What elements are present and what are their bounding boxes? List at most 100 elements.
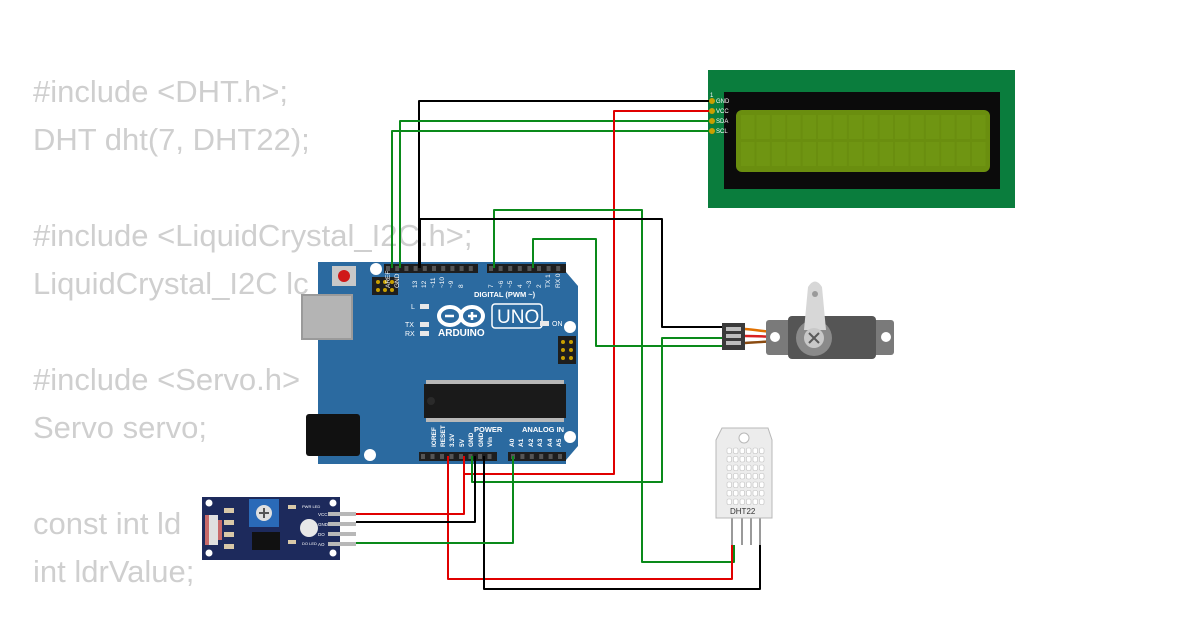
digital-pin-label: 13 — [412, 280, 419, 288]
dht22-vent — [752, 447, 758, 454]
header-pin[interactable] — [421, 454, 425, 459]
comparator-chip — [252, 532, 280, 550]
lcd-char-cell — [802, 142, 817, 166]
header-pin[interactable] — [459, 266, 464, 271]
arduino-uno[interactable]: ARDUINO UNO ON L TX RX DIGITAL (PWM ~) P… — [301, 262, 578, 464]
header-pin[interactable] — [395, 266, 400, 271]
header-pin[interactable] — [489, 266, 493, 271]
lcd-pin[interactable] — [709, 128, 715, 134]
code-line: DHT dht(7, DHT22); — [33, 122, 310, 157]
code-background: #include <DHT.h>;DHT dht(7, DHT22);#incl… — [33, 68, 472, 596]
header-pin[interactable] — [430, 454, 435, 459]
wire — [391, 130, 709, 268]
header-pin[interactable] — [498, 266, 503, 271]
header-pin[interactable] — [386, 266, 390, 271]
power-pin-label: IOREF — [431, 427, 438, 447]
lcd-pin[interactable] — [709, 98, 715, 104]
analog-pin-label: A1 — [518, 438, 525, 447]
dht22-sensor[interactable]: DHT22 — [715, 427, 773, 545]
power-pin-label: 5V — [459, 438, 466, 447]
header-pin[interactable] — [546, 266, 551, 271]
lcd-char-cell — [895, 142, 909, 166]
header-pin[interactable] — [441, 266, 446, 271]
wire — [356, 456, 476, 523]
wire — [356, 456, 465, 515]
header-pin[interactable] — [539, 454, 544, 459]
wire — [399, 120, 709, 268]
digital-pin-label: 7 — [488, 284, 495, 288]
header-pin[interactable] — [558, 454, 562, 459]
dht22-vent — [759, 464, 765, 471]
header-pin[interactable] — [432, 266, 436, 271]
lcd-pin-label: SCL — [716, 129, 728, 135]
header-pin[interactable] — [478, 454, 482, 459]
lcd-char-cell — [941, 142, 955, 166]
header-pin[interactable] — [537, 266, 541, 271]
digital-pin-label: ~5 — [507, 280, 514, 288]
lcd-char-grid — [741, 115, 986, 166]
dht22-vent — [733, 498, 739, 505]
header-pin[interactable] — [508, 266, 513, 271]
header-pin[interactable] — [468, 266, 473, 271]
servo-motor[interactable] — [722, 281, 894, 360]
lcd-char-cell — [879, 115, 894, 139]
header-pin[interactable] — [459, 454, 463, 459]
dht22-vent — [739, 473, 745, 480]
digital-pin-label: 8 — [458, 284, 465, 288]
wires — [356, 100, 761, 590]
header-pin[interactable] — [487, 454, 492, 459]
header-pin[interactable] — [440, 454, 444, 459]
dht22-vent-grid — [726, 447, 765, 505]
servo-horn[interactable] — [804, 281, 826, 331]
header-pin[interactable] — [404, 266, 409, 271]
dht22-vent — [739, 464, 745, 471]
header-pin[interactable] — [520, 454, 525, 459]
header-pin[interactable] — [468, 454, 473, 459]
power-pin-label: RESET — [440, 425, 447, 447]
header-pin[interactable] — [422, 266, 427, 271]
lcd-pin[interactable] — [709, 118, 715, 124]
lcd-char-cell — [787, 115, 801, 139]
lcd-char-cell — [864, 115, 878, 139]
ldr-pin[interactable] — [328, 512, 356, 516]
lcd-char-cell — [925, 115, 940, 139]
ldr-pin[interactable] — [328, 542, 356, 546]
power-pin-label: Vin — [487, 437, 494, 447]
ldr-pin[interactable] — [328, 532, 356, 536]
l-label: L — [411, 304, 415, 311]
dht22-vent — [726, 447, 732, 454]
wire — [418, 100, 709, 268]
dht22-vent — [759, 498, 765, 505]
mount-hole — [370, 263, 382, 275]
header-pin[interactable] — [450, 266, 455, 271]
dht22-vent — [752, 481, 758, 488]
dht22-vent — [739, 456, 745, 463]
mount-hole — [364, 449, 376, 461]
lcd-char-cell — [771, 115, 786, 139]
header-pin[interactable] — [556, 266, 561, 271]
header-pin[interactable] — [449, 454, 454, 459]
header-pin[interactable] — [527, 266, 532, 271]
digital-pin-label: GND — [394, 273, 401, 288]
header-pin[interactable] — [529, 454, 534, 459]
ldr-pin-label: DO — [318, 532, 325, 537]
analog-pin-label: A0 — [509, 438, 516, 447]
header-pin[interactable] — [548, 454, 553, 459]
header-pin[interactable] — [517, 266, 522, 271]
dht22-vent — [733, 481, 739, 488]
ldr-pin[interactable] — [328, 522, 356, 526]
analog-pin-label: A5 — [556, 438, 563, 447]
header-pin[interactable] — [413, 266, 418, 271]
digital-pin-label: 12 — [421, 280, 428, 288]
reset-button-cap[interactable] — [338, 270, 350, 282]
lcd-pin[interactable] — [709, 108, 715, 114]
dht22-vent — [746, 481, 752, 488]
lcd-char-cell — [833, 142, 847, 166]
digital-pin-label: ~10 — [439, 277, 446, 288]
dht22-vent — [733, 464, 739, 471]
mount-hole — [564, 321, 576, 333]
rx-led — [420, 331, 429, 336]
